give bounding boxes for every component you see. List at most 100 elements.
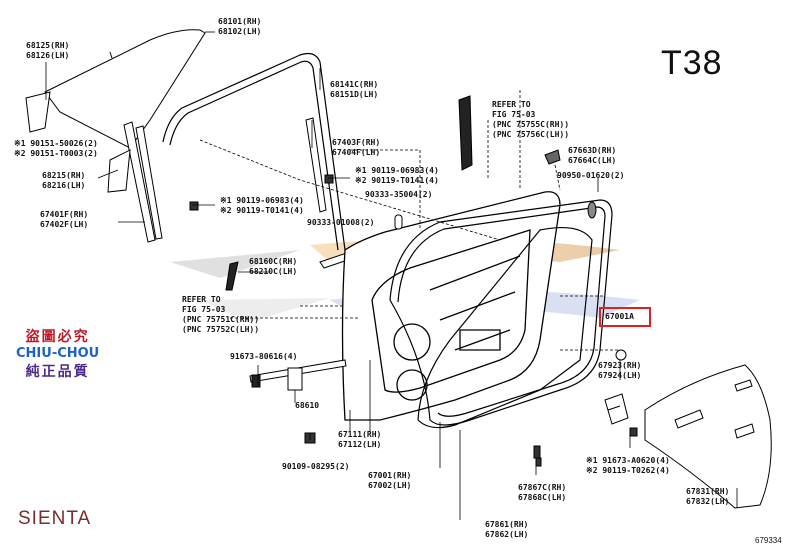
service-hole-cover xyxy=(644,364,772,509)
part-label-line: ※2 90119-T0141(4) xyxy=(355,176,439,185)
part-label-line: 67001A xyxy=(605,312,634,321)
part-label-line: 68102(LH) xyxy=(218,27,262,36)
part-label-line: 68125(RH) xyxy=(26,41,70,50)
part-label-line: 68141C(RH) xyxy=(330,80,379,89)
part-label-90109: 90109-08295(2) xyxy=(282,462,349,472)
part-label-line: 67401F(RH) xyxy=(40,210,89,219)
part-label-line: 68215(RH) xyxy=(42,171,86,180)
pillar-garnish xyxy=(458,95,473,171)
clips xyxy=(394,149,627,361)
part-label-line: 68101(RH) xyxy=(218,17,262,26)
part-label-line: 67867C(RH) xyxy=(518,483,567,492)
part-label-line: (PNC 75756C(LH)) xyxy=(492,130,570,139)
part-label-90333-01008: 90333-01008(2) xyxy=(307,218,374,228)
part-label-67001a: 67001A xyxy=(605,312,634,322)
part-label-line: REFER TO xyxy=(492,100,531,109)
part-label-line: 67404F(LH) xyxy=(332,148,381,157)
door-check xyxy=(249,359,347,391)
part-label-67831: 67831(RH)67832(LH) xyxy=(686,487,729,507)
part-label-line: 67111(RH) xyxy=(338,430,382,439)
part-label-line: 68210C(LH) xyxy=(249,267,298,276)
watermark-stamp: 盜圖必究 CHIU-CHOU 純正品質 xyxy=(16,326,99,381)
part-label-line: 67924(LH) xyxy=(598,371,642,380)
part-label-line: 68160C(RH) xyxy=(249,257,298,266)
part-label-line: 67403F(RH) xyxy=(332,138,381,147)
door-frame-molding xyxy=(162,52,346,251)
part-label-91673-a0620: ※1 91673-A0620(4)※2 90119-T0262(4) xyxy=(586,456,670,476)
part-label-90950: 90950-01620(2) xyxy=(557,171,624,181)
part-label-line: (PNC 75751C(RH)) xyxy=(182,315,260,324)
leader-lines xyxy=(45,31,738,520)
figure-number: 679334 xyxy=(755,536,782,545)
part-label-line: 90950-01620(2) xyxy=(557,171,625,180)
part-label-67663d: 67663D(RH)67664C(LH) xyxy=(568,146,616,166)
part-label-line: FIG 75-03 xyxy=(182,305,226,314)
part-label-line: 67862(LH) xyxy=(485,530,529,539)
part-label-90119-06983-a: ※1 90119-06983(4)※2 90119-T0141(4) xyxy=(220,196,304,216)
corner-trim xyxy=(107,149,131,193)
part-label-90333-35004: 90333-35004(2) xyxy=(365,190,432,200)
part-label-line: FIG 75-03 xyxy=(492,110,536,119)
part-label-line: 67831(RH) xyxy=(686,487,730,496)
part-label-line: 67923(RH) xyxy=(598,361,642,370)
part-label-67861: 67861(RH)67862(LH) xyxy=(485,520,528,540)
part-label-line: ※1 90119-06983(4) xyxy=(220,196,304,205)
part-label-line: 68151D(LH) xyxy=(330,90,379,99)
part-label-67403f: 67403F(RH)67404F(LH) xyxy=(332,138,380,158)
part-label-line: 67832(LH) xyxy=(686,497,730,506)
part-label-line: 91673-80616(4) xyxy=(230,352,298,361)
part-label-68125: 68125(RH)68126(LH) xyxy=(26,41,69,61)
part-label-line: 68216(LH) xyxy=(42,181,86,190)
watermark-line-1: 盜圖必究 xyxy=(25,329,90,345)
part-label-line: REFER TO xyxy=(182,295,221,304)
part-label-line: 67663D(RH) xyxy=(568,146,617,155)
part-label-line: 67001(RH) xyxy=(368,471,412,480)
part-label-68101: 68101(RH)68102(LH) xyxy=(218,17,261,37)
part-label-67111: 67111(RH)67112(LH) xyxy=(338,430,381,450)
part-label-68215: 68215(RH)68216(LH) xyxy=(42,171,85,191)
part-label-67867c: 67867C(RH)67868C(LH) xyxy=(518,483,566,503)
part-label-line: 67861(RH) xyxy=(485,520,529,529)
part-label-line: 68610 xyxy=(295,401,320,410)
part-label-line: ※1 90119-06983(4) xyxy=(355,166,439,175)
part-label-line: ※1 90151-50026(2) xyxy=(14,139,98,148)
part-highlight-box xyxy=(599,307,651,327)
watermark-line-3: 純正品質 xyxy=(25,364,90,380)
part-label-line: 68126(LH) xyxy=(26,51,70,60)
part-label-line: ※2 90119-T0141(4) xyxy=(220,206,304,215)
part-label-line: 67002(LH) xyxy=(368,481,412,490)
part-label-line: 67112(LH) xyxy=(338,440,382,449)
model-name: SIENTA xyxy=(18,508,92,529)
part-label-68610: 68610 xyxy=(295,401,319,411)
part-label-90151: ※1 90151-50026(2)※2 90151-T0003(2) xyxy=(14,139,98,159)
part-label-line: 67402F(LH) xyxy=(40,220,89,229)
part-label-line: 67868C(LH) xyxy=(518,493,567,502)
small-fasteners xyxy=(535,457,542,467)
part-label-line: (PNC 75752C(LH)) xyxy=(182,325,260,334)
door-weatherstrip xyxy=(389,199,613,429)
part-label-line: (PNC 75755C(RH)) xyxy=(492,120,570,129)
part-label-line: ※2 90119-T0262(4) xyxy=(586,466,670,475)
part-label-line: 67664C(LH) xyxy=(568,156,617,165)
part-label-line: 90109-08295(2) xyxy=(282,462,350,471)
part-label-line: ※2 90151-T0003(2) xyxy=(14,149,98,158)
door-hinge xyxy=(604,393,629,425)
part-label-90119-06983-b: ※1 90119-06983(4)※2 90119-T0141(4) xyxy=(355,166,439,186)
part-label-line: 90333-35004(2) xyxy=(365,190,433,199)
diagram-code: T38 xyxy=(661,44,723,82)
division-bar xyxy=(123,117,327,243)
part-label-67923: 67923(RH)67924(LH) xyxy=(598,361,641,381)
part-label-line: ※1 91673-A0620(4) xyxy=(586,456,670,465)
quarter-glass xyxy=(25,91,51,133)
part-label-91673-80616: 91673-80616(4) xyxy=(230,352,297,362)
part-label-line: 90333-01008(2) xyxy=(307,218,375,227)
part-label-68160c: 68160C(RH)68210C(LH) xyxy=(249,257,297,277)
part-label-67401f: 67401F(RH)67402F(LH) xyxy=(40,210,88,230)
door-shell xyxy=(341,191,561,421)
part-label-68141c: 68141C(RH)68151D(LH) xyxy=(330,80,378,100)
part-label-67001: 67001(RH)67002(LH) xyxy=(368,471,411,491)
watermark-line-2: CHIU-CHOU xyxy=(16,346,100,361)
